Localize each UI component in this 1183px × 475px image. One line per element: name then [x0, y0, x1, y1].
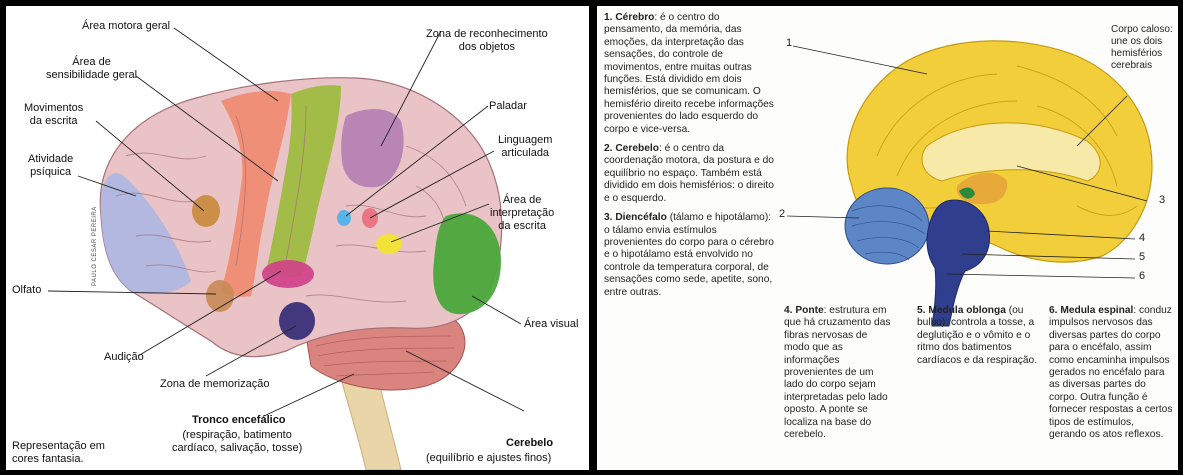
audicao-spot: [262, 260, 314, 288]
label-audicao: Audição: [104, 351, 144, 364]
label-corpo-caloso: Corpo caloso: une os dois hemisférios ce…: [1111, 24, 1177, 72]
label-cerebelo-desc: (equilíbrio e ajustes finos): [426, 452, 551, 465]
marker-1: 1: [786, 37, 792, 49]
marker-2: 2: [779, 208, 785, 220]
desc-medula-espinal: 6. Medula espinal: conduz impulsos nervo…: [1049, 305, 1173, 441]
desc-medula-oblonga: 5. Medula oblonga (ou bulbo): controla a…: [917, 305, 1039, 367]
interpretacao-escrita-spot: [376, 234, 402, 254]
marker-6: 6: [1139, 270, 1145, 282]
label-olfato: Olfato: [12, 284, 41, 297]
label-paladar: Paladar: [489, 100, 527, 113]
desc-ponte: 4. Ponte: estrutura em que há cruzamento…: [784, 305, 892, 441]
label-movimentos-escrita: Movimentos da escrita: [24, 102, 83, 128]
label-area-sensibilidade: Área de sensibilidade geral: [46, 56, 137, 82]
label-zona-reconhecimento: Zona de reconhecimento dos objetos: [426, 28, 548, 54]
label-area-visual: Área visual: [524, 318, 578, 331]
illustrator-credit: PAULO CESAR PEREIRA: [92, 206, 98, 286]
label-tronco-encefalico: Tronco encefálico: [192, 414, 286, 427]
zona-memorizacao-spot: [279, 302, 315, 340]
label-area-motora: Área motora geral: [82, 20, 170, 33]
label-cerebelo: Cerebelo: [506, 437, 553, 450]
label-linguagem: Linguagem articulada: [498, 134, 552, 160]
left-brain-diagram-panel: Área motora geral Área de sensibilidade …: [6, 6, 589, 470]
right-brain-sagittal-panel: 1. Cérebro: é o centro do pensamento, da…: [597, 6, 1178, 470]
paladar-spot: [337, 210, 351, 226]
marker-4: 4: [1139, 232, 1145, 244]
marker-5: 5: [1139, 251, 1145, 263]
movimentos-escrita-spot: [192, 195, 220, 227]
label-zona-memorizacao: Zona de memorização: [160, 378, 269, 391]
label-area-interpretacao: Área de interpretação da escrita: [490, 194, 554, 233]
label-atividade-psiquica: Atividade psíquica: [28, 153, 73, 179]
label-tronco-desc: (respiração, batimento cardíaco, salivaç…: [172, 429, 302, 455]
marker-3: 3: [1159, 194, 1165, 206]
label-representacao: Representação em cores fantasia.: [12, 440, 105, 466]
